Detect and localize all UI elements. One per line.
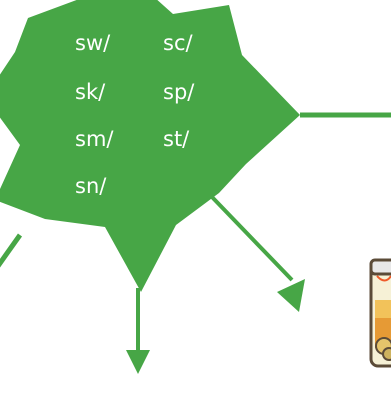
arrow-down-head (126, 350, 150, 374)
blend-label-st: st/ (163, 127, 190, 151)
test-tube-icon (369, 258, 391, 368)
blend-label-sw: sw/ (75, 31, 111, 55)
arrow-down-right-head (277, 279, 305, 312)
line-down-left (0, 233, 23, 268)
blend-label-sc: sc/ (163, 31, 193, 55)
star-shape (0, 0, 300, 292)
blend-label-sn: sn/ (75, 174, 107, 198)
arrow-down-right-icon (210, 195, 294, 282)
blend-label-sk: sk/ (75, 80, 106, 104)
blend-label-sm: sm/ (75, 127, 114, 151)
blend-label-sp: sp/ (163, 80, 195, 104)
